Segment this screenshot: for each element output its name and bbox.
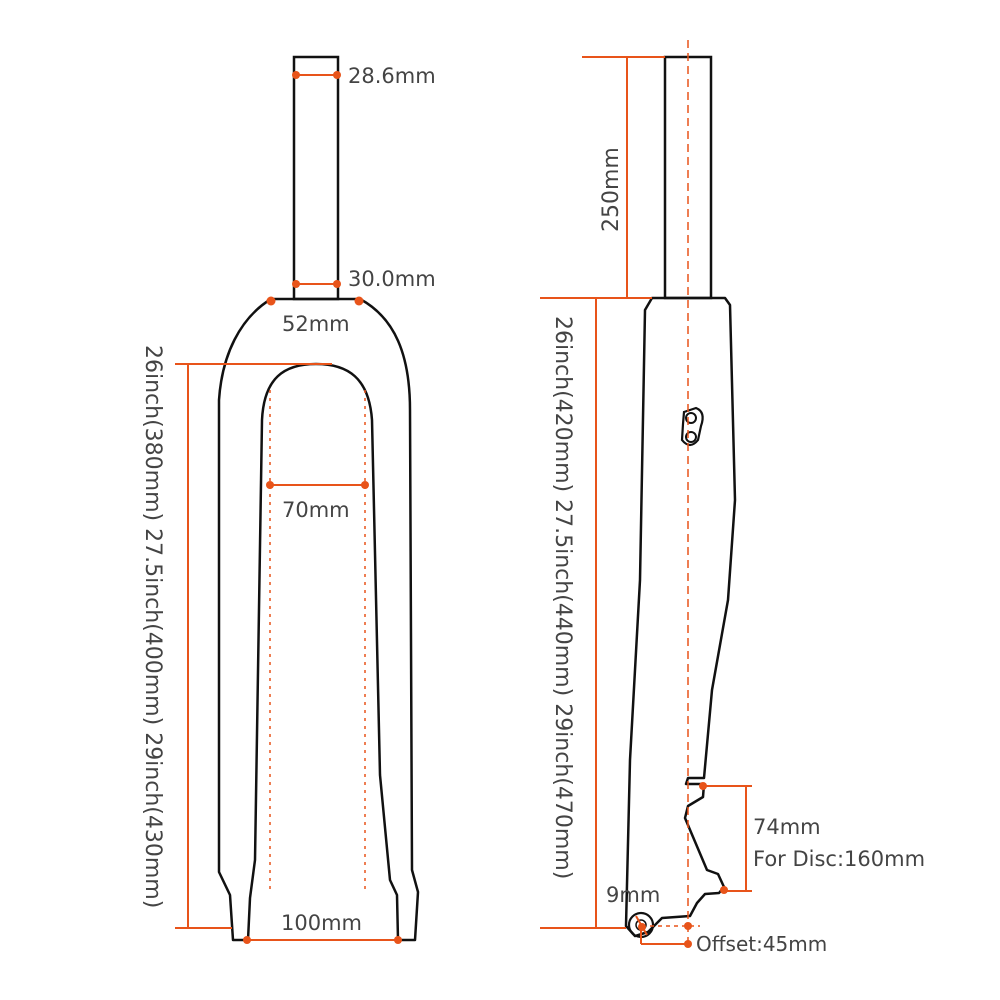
dim-dot <box>361 481 369 489</box>
dim-dot <box>333 71 341 79</box>
dim-dot <box>699 782 707 790</box>
dim-dot <box>684 922 692 930</box>
offset-label: Offset:45mm <box>696 932 827 956</box>
dropout-size-label: 9mm <box>606 883 660 907</box>
front-steerer-tube <box>292 55 340 301</box>
crown-bolt-slot <box>680 406 704 447</box>
side-length-label: 26inch(420mm) 27.5inch(440mm) 29inch(470… <box>550 316 575 879</box>
dim-dot <box>266 296 276 306</box>
dim-dot <box>684 940 692 948</box>
disc-size-label: For Disc:160mm <box>753 847 925 871</box>
side-steerer-length-label: 250mm <box>599 147 624 232</box>
front-crown-width-label: 52mm <box>282 312 350 336</box>
dim-dot <box>720 886 728 894</box>
dim-dot <box>266 481 274 489</box>
dim-dot <box>292 280 300 288</box>
dim-dot <box>243 936 251 944</box>
dim-dot <box>333 280 341 288</box>
front-view: 28.6mm 30.0mm 52mm 70mm 100mm 26inch(380… <box>140 55 436 944</box>
dim-dot <box>292 71 300 79</box>
front-fork-outline <box>217 297 420 942</box>
front-steerer-bottom-width-label: 30.0mm <box>348 267 436 291</box>
side-fork-outline <box>624 296 737 938</box>
front-length-label: 26inch(380mm) 27.5inch(400mm) 29inch(430… <box>140 345 165 908</box>
front-axle-spacing-label: 100mm <box>281 911 362 935</box>
front-steerer-top-width-label: 28.6mm <box>348 64 436 88</box>
dim-dot <box>394 936 402 944</box>
side-view: 250mm 26inch(420mm) 27.5inch(440mm) 29in… <box>540 40 925 956</box>
caliper-mount-label: 74mm <box>753 815 821 839</box>
front-inner-width-label: 70mm <box>282 498 350 522</box>
dim-dot <box>354 296 364 306</box>
